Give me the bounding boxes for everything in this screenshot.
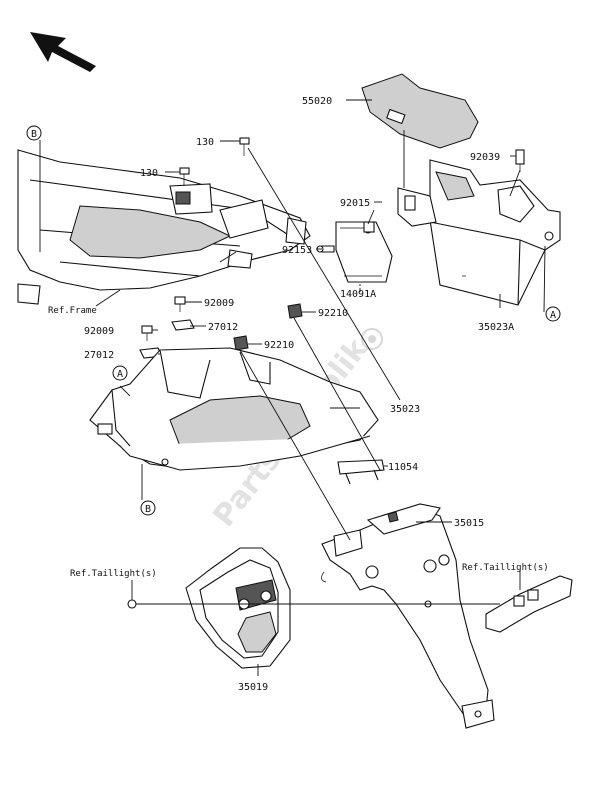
- label-ref-taillight-left: Ref.Taillight(s): [70, 569, 157, 579]
- callout-a-right: A: [545, 306, 561, 322]
- fender-rear-35015[interactable]: [321, 503, 495, 729]
- frame-ref: [17, 149, 311, 305]
- callout-b-top: B: [26, 125, 42, 141]
- grommet-92210-left[interactable]: [233, 335, 249, 351]
- cover-35019[interactable]: [185, 547, 291, 669]
- label-130-left: 130: [140, 168, 158, 179]
- label-92015: 92015: [340, 198, 370, 209]
- label-92009-lower: 92009: [84, 326, 114, 337]
- label-55020: 55020: [302, 96, 332, 107]
- label-14091A: 14091A: [340, 289, 376, 300]
- clip-92009-upper[interactable]: [174, 296, 186, 312]
- label-35023A: 35023A: [478, 322, 514, 333]
- label-ref-taillight-right: Ref.Taillight(s): [462, 563, 549, 573]
- label-27012-lower: 27012: [84, 350, 114, 361]
- seat-pad-55020[interactable]: [361, 73, 479, 149]
- bolt-130-left[interactable]: [179, 167, 190, 186]
- arrow-front-icon: [30, 32, 96, 72]
- collar-92015[interactable]: [363, 221, 375, 233]
- label-35019: 35019: [238, 682, 268, 693]
- watermark-logo-icon: [361, 328, 383, 350]
- nut-27012-upper[interactable]: [171, 319, 195, 331]
- grommet-92210-right[interactable]: [287, 303, 303, 319]
- label-35023: 35023: [390, 404, 420, 415]
- callout-a-left: A: [112, 365, 128, 381]
- label-11054: 11054: [388, 462, 418, 473]
- svg-text:B: B: [31, 129, 37, 140]
- leader-lines: [39, 99, 546, 676]
- svg-text:A: A: [117, 369, 123, 380]
- label-27012-upper: 27012: [208, 322, 238, 333]
- callout-b-bottom: B: [140, 500, 156, 516]
- callout-b-icon: [140, 500, 156, 516]
- label-92210-right: 92210: [318, 308, 348, 319]
- svg-text:A: A: [550, 310, 556, 321]
- bolt-130-top[interactable]: [239, 137, 250, 156]
- label-92009-upper: 92009: [204, 298, 234, 309]
- bracket-11054[interactable]: [337, 459, 385, 485]
- taillight-mount-ref: [485, 575, 573, 633]
- tray-35023A[interactable]: [397, 159, 561, 306]
- callout-b-icon: [26, 125, 42, 141]
- label-130-top: 130: [196, 137, 214, 148]
- label-35015: 35015: [454, 518, 484, 529]
- svg-text:B: B: [145, 504, 151, 515]
- screw-left[interactable]: [127, 599, 137, 609]
- callout-a-icon: [112, 365, 128, 381]
- label-92153: 92153: [282, 245, 312, 256]
- clip-92009-lower[interactable]: [141, 325, 153, 341]
- fender-inner-35023[interactable]: [89, 347, 379, 471]
- bolt-92039[interactable]: [515, 149, 525, 172]
- label-92039: 92039: [470, 152, 500, 163]
- callout-a-icon: [545, 306, 561, 322]
- label-ref-frame: Ref.Frame: [48, 306, 97, 316]
- label-92210-left: 92210: [264, 340, 294, 351]
